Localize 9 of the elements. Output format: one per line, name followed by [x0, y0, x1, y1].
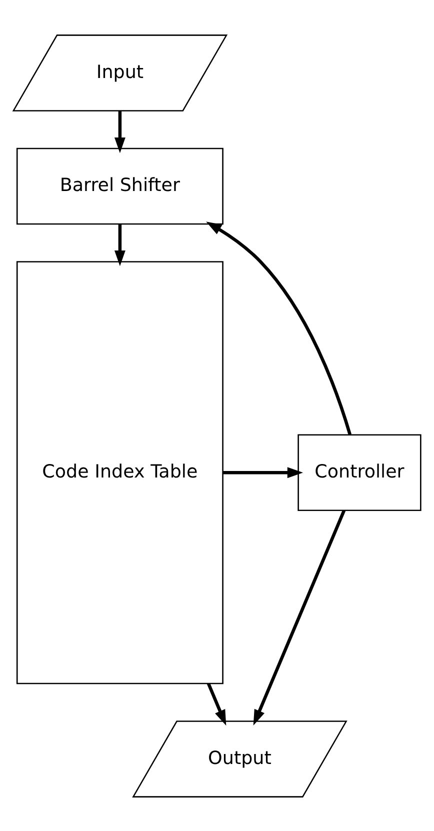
- arrow: [114, 110, 126, 153]
- node-box: Code Index Table: [16, 260, 224, 684]
- arrow: [222, 466, 304, 478]
- arrow: [253, 509, 346, 725]
- arrow: [114, 224, 126, 266]
- arrow: [206, 682, 226, 726]
- node-box: Barrel Shifter: [16, 147, 224, 224]
- node-box: Controller: [298, 434, 422, 511]
- arrow: [206, 221, 352, 435]
